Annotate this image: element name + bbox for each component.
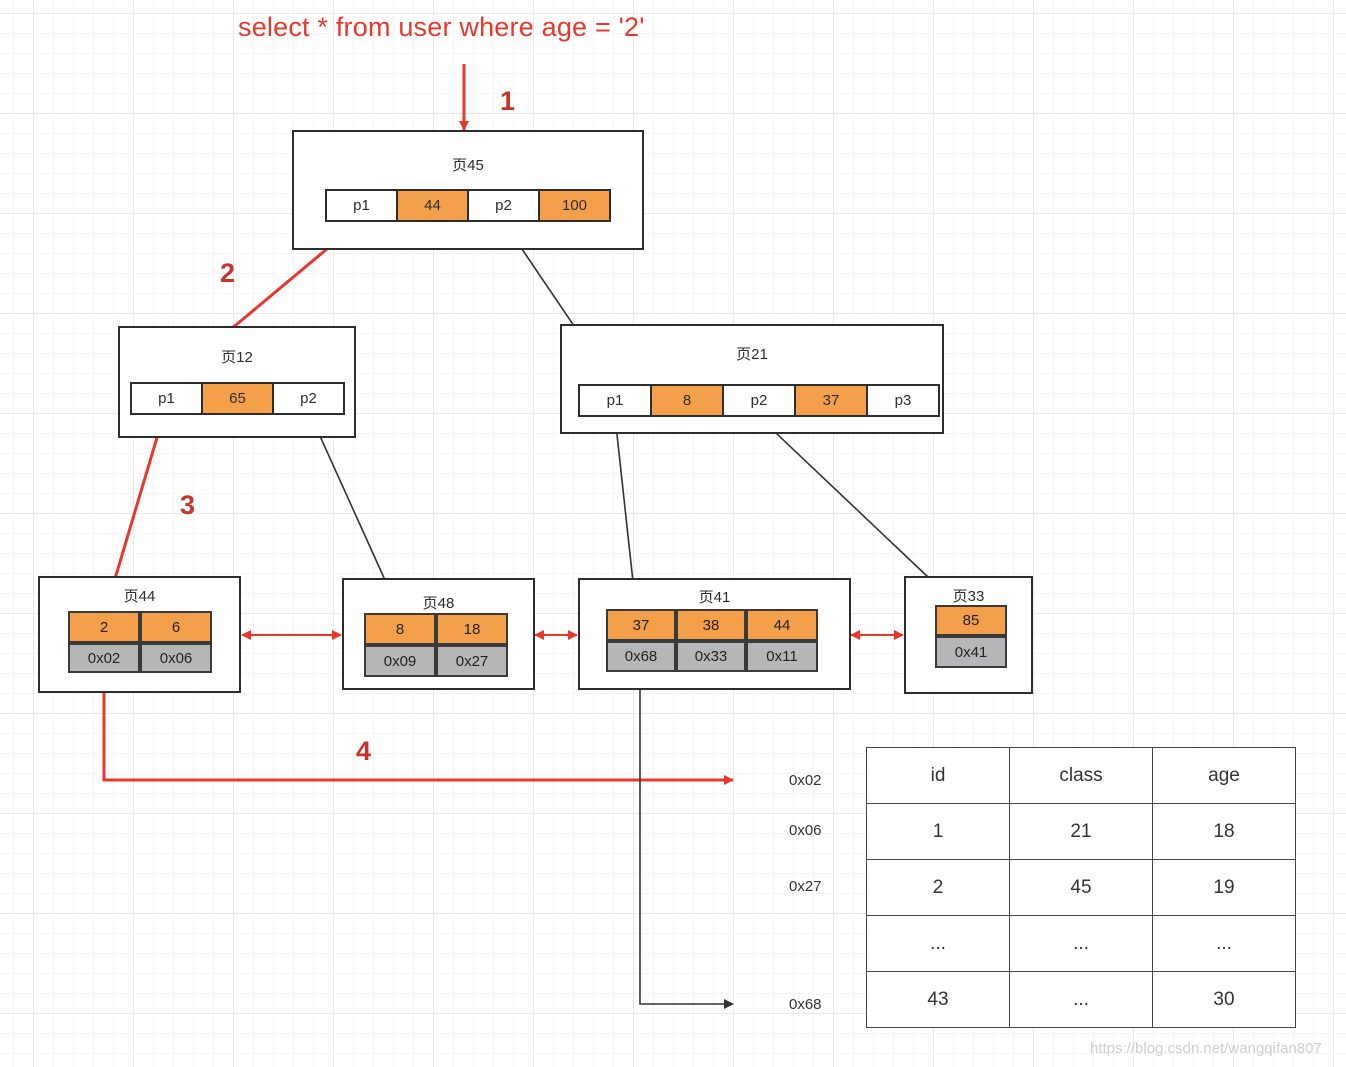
row-address-label: 0x68	[789, 996, 822, 1013]
table-row: ... ... ...	[866, 915, 1296, 972]
row-address-label: 0x06	[789, 822, 822, 839]
leaf-address: 0x09	[364, 645, 436, 677]
column-header-age: age	[1152, 747, 1296, 804]
pointer-cell: p2	[272, 382, 345, 415]
column-header-id: id	[866, 747, 1010, 804]
arrow-to-row-0x68	[639, 672, 734, 1009]
page-title: 页44	[123, 588, 156, 605]
inner-page-12: 页12 p1 65 p2	[118, 326, 356, 438]
leaf-address: 0x27	[436, 645, 508, 677]
leaf-key: 2	[68, 611, 140, 643]
watermark: https://blog.csdn.net/wangqifan807	[1090, 1040, 1322, 1057]
table-cell: 45	[1009, 859, 1153, 916]
table-row: 2 45 19	[866, 859, 1296, 916]
leaf-entries: 8 18 0x09 0x27	[364, 613, 508, 677]
page-title: 页48	[422, 595, 455, 612]
leaf-address: 0x68	[606, 641, 676, 672]
leaf-page-48: 页48 8 18 0x09 0x27	[342, 578, 535, 690]
table-cell: ...	[1152, 915, 1296, 972]
root-page: 页45 p1 44 p2 100	[292, 130, 644, 250]
root-cells: p1 44 p2 100	[325, 189, 611, 222]
leaf-entries: 37 38 44 0x68 0x33 0x11	[606, 609, 818, 672]
table-cell: 30	[1152, 971, 1296, 1028]
user-table: id class age 1 21 18 2 45 19 ... ... ...…	[866, 747, 1296, 1028]
leaf-key: 6	[140, 611, 212, 643]
leaf-entries: 85 0x41	[935, 605, 1007, 668]
leaf-address: 0x33	[676, 641, 746, 672]
table-cell: 43	[866, 971, 1010, 1028]
table-cell: 2	[866, 859, 1010, 916]
pointer-cell: p3	[866, 384, 940, 417]
step-label-2: 2	[220, 258, 236, 288]
page-title: 页41	[698, 589, 731, 606]
sql-query: select * from user where age = '2'	[238, 12, 645, 42]
key-cell: 65	[201, 382, 274, 415]
page-title: 页12	[221, 349, 253, 366]
arrow-page21-to-page41	[614, 415, 638, 592]
leaf-page-33: 页33 85 0x41	[904, 576, 1033, 694]
pointer-cell: p1	[325, 189, 398, 222]
leaf-address: 0x06	[140, 643, 212, 673]
key-cell: 8	[650, 384, 724, 417]
column-header-class: class	[1009, 747, 1153, 804]
step-label-3: 3	[180, 490, 196, 520]
pointer-cell: p1	[578, 384, 652, 417]
leaf-page-44: 页44 2 6 0x02 0x06	[38, 576, 241, 693]
leaf-address: 0x11	[746, 641, 818, 672]
table-row: 1 21 18	[866, 803, 1296, 860]
table-row: 43 ... 30	[866, 971, 1296, 1028]
page-title: 页33	[952, 588, 985, 605]
leaf-key: 38	[676, 609, 746, 641]
page-title: 页45	[452, 157, 484, 174]
table-cell: 18	[1152, 803, 1296, 860]
search-arrow-to-row-0x02	[102, 675, 734, 785]
leaf-key: 44	[746, 609, 818, 641]
key-cell: 100	[538, 189, 611, 222]
key-cell: 37	[794, 384, 868, 417]
table-cell: 19	[1152, 859, 1296, 916]
leaf-page-41: 页41 37 38 44 0x68 0x33 0x11	[578, 578, 851, 690]
leaf-key: 85	[935, 605, 1007, 636]
leaf-address: 0x41	[935, 636, 1007, 668]
table-header-row: id class age	[866, 747, 1296, 804]
leaf-key: 37	[606, 609, 676, 641]
leaf-key: 18	[436, 613, 508, 645]
step-label-1: 1	[500, 86, 516, 116]
inner-cells: p1 65 p2	[130, 382, 345, 415]
key-cell: 44	[396, 189, 469, 222]
table-cell: ...	[1009, 915, 1153, 972]
row-address-label: 0x02	[789, 772, 822, 789]
step-label-4: 4	[356, 736, 372, 766]
leaf-key: 8	[364, 613, 436, 645]
pointer-cell: p2	[467, 189, 540, 222]
table-cell: ...	[1009, 971, 1153, 1028]
table-cell: 1	[866, 803, 1010, 860]
table-cell: 21	[1009, 803, 1153, 860]
row-address-label: 0x27	[789, 878, 822, 895]
leaf-address: 0x02	[68, 643, 140, 673]
page-title: 页21	[736, 346, 768, 363]
table-cell: ...	[866, 915, 1010, 972]
inner-cells: p1 8 p2 37 p3	[578, 384, 940, 417]
pointer-cell: p1	[130, 382, 203, 415]
inner-page-21: 页21 p1 8 p2 37 p3	[560, 324, 944, 434]
leaf-entries: 2 6 0x02 0x06	[68, 611, 212, 673]
pointer-cell: p2	[722, 384, 796, 417]
